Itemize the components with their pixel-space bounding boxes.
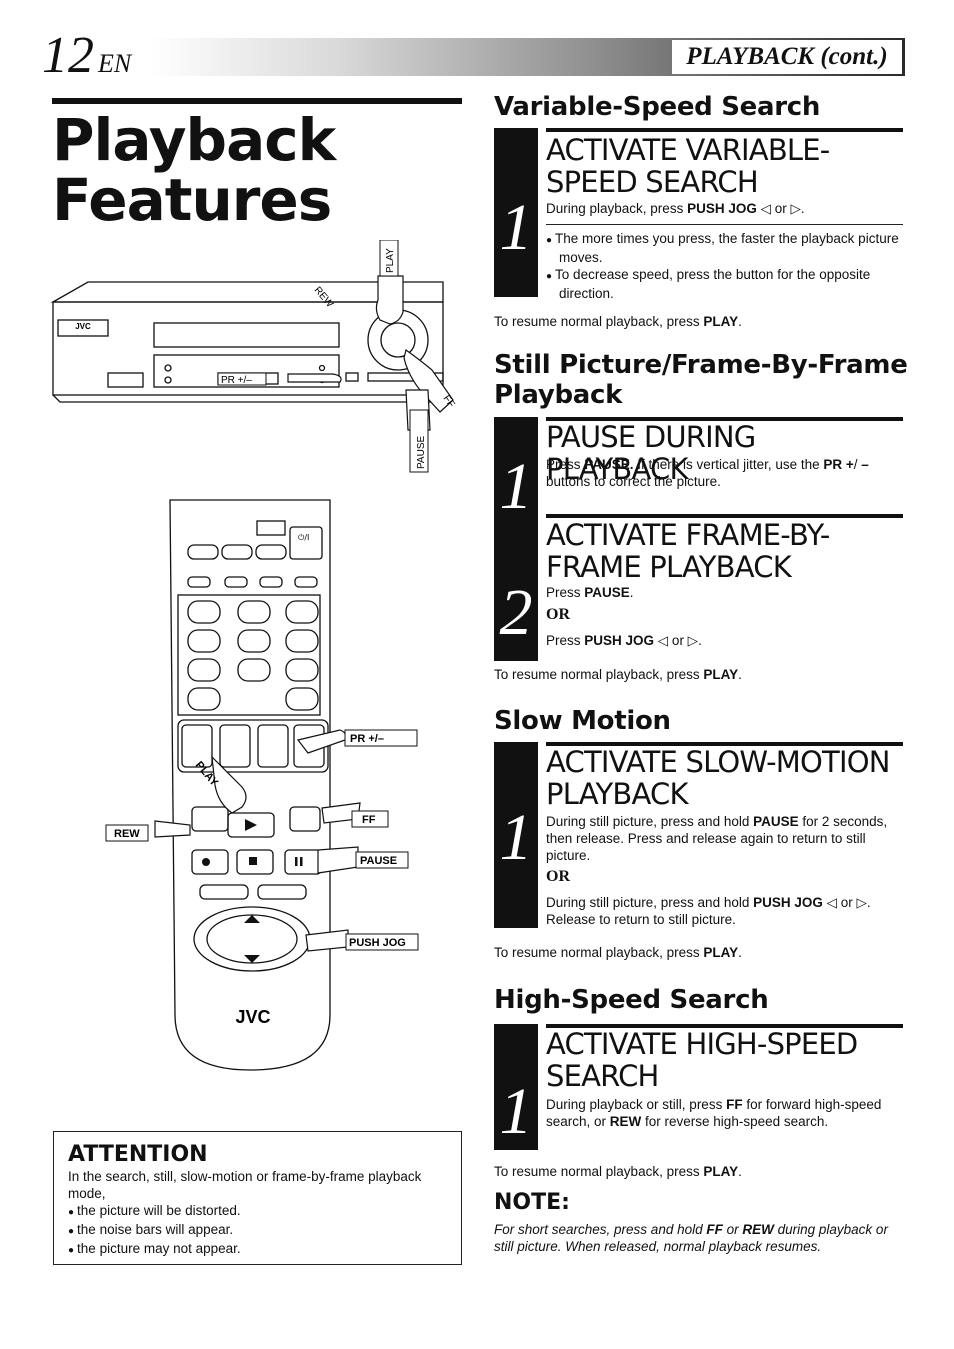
step-heading: ACTIVATE HIGH-SPEED SEARCH xyxy=(546,1027,858,1093)
step-text: Press PAUSE. If there is vertical jitter… xyxy=(546,457,869,489)
variable-speed-title: Variable-Speed Search xyxy=(494,92,821,122)
step-bullets: The more times you press, the faster the… xyxy=(546,230,903,302)
step-text: During still picture, press and hold PAU… xyxy=(546,814,888,863)
remote-brand-label: JVC xyxy=(235,1007,270,1027)
attention-list: the picture will be distorted. the noise… xyxy=(68,1202,447,1259)
step-number: 1 xyxy=(499,450,533,523)
attention-intro: In the search, still, slow-motion or fra… xyxy=(68,1169,422,1201)
step-number: 1 xyxy=(499,801,533,874)
remote-illustration: ⏻/I JVC PR +/– PLAY FF REW PAUSE PUSH JO… xyxy=(105,499,419,1071)
step-rule xyxy=(546,417,903,421)
step-rule xyxy=(546,742,903,746)
title-rule xyxy=(52,98,462,104)
step-heading: PAUSE DURING PLAYBACK xyxy=(546,420,756,486)
step-number-block: 1 xyxy=(494,742,538,928)
attention-item: the noise bars will appear. xyxy=(68,1221,447,1240)
high-resume-text: To resume normal playback, press PLAY. xyxy=(494,1164,742,1179)
step-heading: ACTIVATE FRAME-BY-FRAME PLAYBACK xyxy=(546,518,830,584)
slow-resume-text: To resume normal playback, press PLAY. xyxy=(494,945,742,960)
or-label: OR xyxy=(546,606,570,623)
vcr-rew-label: REW xyxy=(312,285,336,310)
attention-item: the picture will be distorted. xyxy=(68,1202,447,1221)
vcr-pr-label: PR +/– xyxy=(221,375,252,386)
page-title: Playback Features xyxy=(52,110,462,230)
still-picture-title: Still Picture/Frame-By-Frame Playback xyxy=(494,350,908,410)
vcr-pause-label: PAUSE xyxy=(416,436,427,469)
remote-pause-label: PAUSE xyxy=(360,855,397,867)
vcr-brand-label: JVC xyxy=(75,322,91,331)
title-line-2: Features xyxy=(52,166,332,234)
slow-motion-step: 1 ACTIVATE SLOW-MOTION PLAYBACK During s… xyxy=(494,742,903,928)
step-divider xyxy=(546,224,903,225)
step-text: During playback or still, press FF for f… xyxy=(546,1097,882,1129)
step-heading: ACTIVATE VARIABLE-SPEED SEARCH xyxy=(546,133,830,199)
step-text: During still picture, press and hold PUS… xyxy=(546,895,871,927)
section-label: PLAYBACK (cont.) xyxy=(672,40,902,74)
attention-item: the picture may not appear. xyxy=(68,1240,447,1259)
step-text: Press PAUSE. xyxy=(546,585,634,600)
vcr-play-label: PLAY xyxy=(385,248,396,273)
step-number: 1 xyxy=(499,1075,533,1148)
remote-rew-label: REW xyxy=(114,828,140,840)
remote-push-jog-label: PUSH JOG xyxy=(349,937,406,949)
still-resume-text: To resume normal playback, press PLAY. xyxy=(494,667,742,682)
step-number: 1 xyxy=(499,191,533,264)
bullet-item: The more times you press, the faster the… xyxy=(546,230,903,266)
note-text: For short searches, press and hold FF or… xyxy=(494,1222,888,1254)
step-number-block: 1 xyxy=(494,1024,538,1150)
still-picture-steps: 1 2 PAUSE DURING PLAYBACK Press PAUSE. I… xyxy=(494,417,903,661)
remote-pr-label: PR +/– xyxy=(350,733,384,745)
step-rule xyxy=(546,1024,903,1028)
bullet-item: To decrease speed, press the button for … xyxy=(546,266,903,302)
step-number-block: 1 2 xyxy=(494,417,538,661)
step-rule xyxy=(546,128,903,132)
step-text: Press PUSH JOG ◁ or ▷. xyxy=(546,633,702,648)
high-speed-title: High-Speed Search xyxy=(494,985,769,1015)
step-number: 2 xyxy=(499,576,533,649)
high-speed-step: 1 ACTIVATE HIGH-SPEED SEARCH During play… xyxy=(494,1024,903,1150)
language-code: EN xyxy=(98,49,132,78)
note-heading: NOTE: xyxy=(494,1190,570,1215)
slow-motion-title: Slow Motion xyxy=(494,706,671,736)
variable-resume-text: To resume normal playback, press PLAY. xyxy=(494,314,742,329)
title-line-1: Playback xyxy=(52,106,336,174)
attention-box: ATTENTION In the search, still, slow-mot… xyxy=(53,1131,462,1265)
remote-power-label: ⏻/I xyxy=(298,533,309,542)
step-text: During playback, press PUSH JOG ◁ or ▷. xyxy=(546,201,805,216)
attention-heading: ATTENTION xyxy=(68,1142,208,1167)
variable-speed-step: 1 ACTIVATE VARIABLE-SPEED SEARCH During … xyxy=(494,128,903,301)
step-heading: ACTIVATE SLOW-MOTION PLAYBACK xyxy=(546,745,890,811)
step-number-block: 1 xyxy=(494,128,538,297)
step-rule xyxy=(546,514,903,518)
or-label: OR xyxy=(546,868,570,885)
remote-ff-label: FF xyxy=(362,814,376,826)
vcr-illustration: JVC PLAY REW FF PAUSE PR +/– xyxy=(50,240,457,473)
